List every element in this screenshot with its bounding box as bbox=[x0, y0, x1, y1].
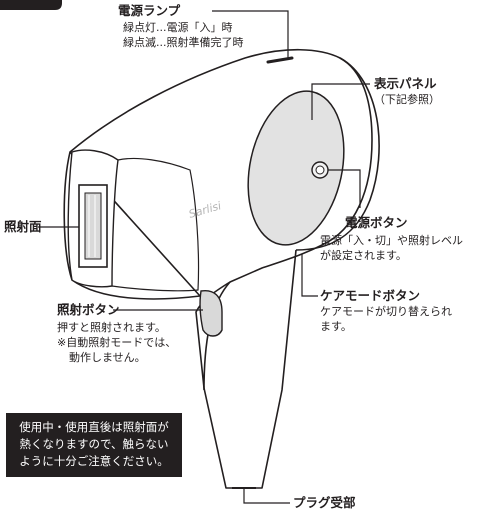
front-face-bevel bbox=[111, 157, 200, 292]
care-mode-callout: ケアモードボタン ケアモードが切り替えられ ます。 bbox=[320, 288, 452, 334]
device-back-contour bbox=[295, 57, 380, 251]
leader-power-button bbox=[328, 169, 361, 208]
display-panel-note: （下記参照） bbox=[374, 93, 440, 106]
display-panel-callout: 表示パネル （下記参照） bbox=[374, 76, 440, 107]
power-lamp-title: 電源ランプ bbox=[118, 3, 181, 18]
warning-line-1: 使用中・使用直後は照射面が bbox=[19, 420, 169, 434]
leader-display-panel bbox=[311, 83, 370, 120]
irradiation-button-desc: 押すと照射されます。 ※自動照射モードでは、 動作しません。 bbox=[57, 320, 176, 365]
leader-plug-port bbox=[243, 488, 290, 504]
power-button-line-2: が設定されます。 bbox=[320, 249, 407, 262]
power-lamp-line-2: 緑点滅...照射準備完了時 bbox=[123, 36, 244, 49]
power-button-desc: 電源「入・切」や照射レベル が設定されます。 bbox=[320, 233, 463, 263]
warning-box: 使用中・使用直後は照射面が 熱くなりますので、触らない ように十分ご注意ください… bbox=[6, 413, 182, 477]
power-button-line-1: 電源「入・切」や照射レベル bbox=[320, 234, 463, 247]
irradiation-button-line-2: ※自動照射モードでは、 bbox=[57, 336, 177, 349]
irradiation-button[interactable] bbox=[199, 289, 223, 337]
irradiation-surface-title: 照射面 bbox=[4, 219, 42, 234]
power-button-callout: 電源ボタン bbox=[345, 215, 408, 231]
irradiation-button-callout: 照射ボタン bbox=[57, 302, 120, 318]
power-button-title: 電源ボタン bbox=[345, 215, 408, 230]
leader-care-mode bbox=[301, 254, 318, 297]
power-lamp-line-1: 緑点灯...電源「入」時 bbox=[123, 21, 233, 34]
care-mode-line-1: ケアモードが切り替えられ bbox=[320, 305, 452, 318]
care-mode-title: ケアモードボタン bbox=[320, 288, 421, 303]
warning-line-3: ように十分ご注意ください。 bbox=[19, 454, 169, 468]
irradiation-window-inner bbox=[84, 192, 102, 260]
plug-port-title: プラグ受部 bbox=[293, 495, 356, 510]
irradiation-button-line-1: 押すと照射されます。 bbox=[57, 321, 166, 334]
corner-tab bbox=[0, 0, 62, 10]
irradiation-button-line-3: 動作しません。 bbox=[69, 351, 146, 364]
power-lamp-desc: 緑点灯...電源「入」時 緑点滅...照射準備完了時 bbox=[123, 20, 244, 50]
power-lamp-callout: 電源ランプ bbox=[118, 3, 180, 19]
warning-line-2: 熱くなりますので、触らない bbox=[19, 437, 169, 451]
care-mode-line-2: ます。 bbox=[320, 320, 352, 333]
display-panel-title: 表示パネル bbox=[374, 76, 437, 91]
irradiation-button-title: 照射ボタン bbox=[57, 302, 120, 317]
leader-power-lamp bbox=[212, 10, 289, 59]
